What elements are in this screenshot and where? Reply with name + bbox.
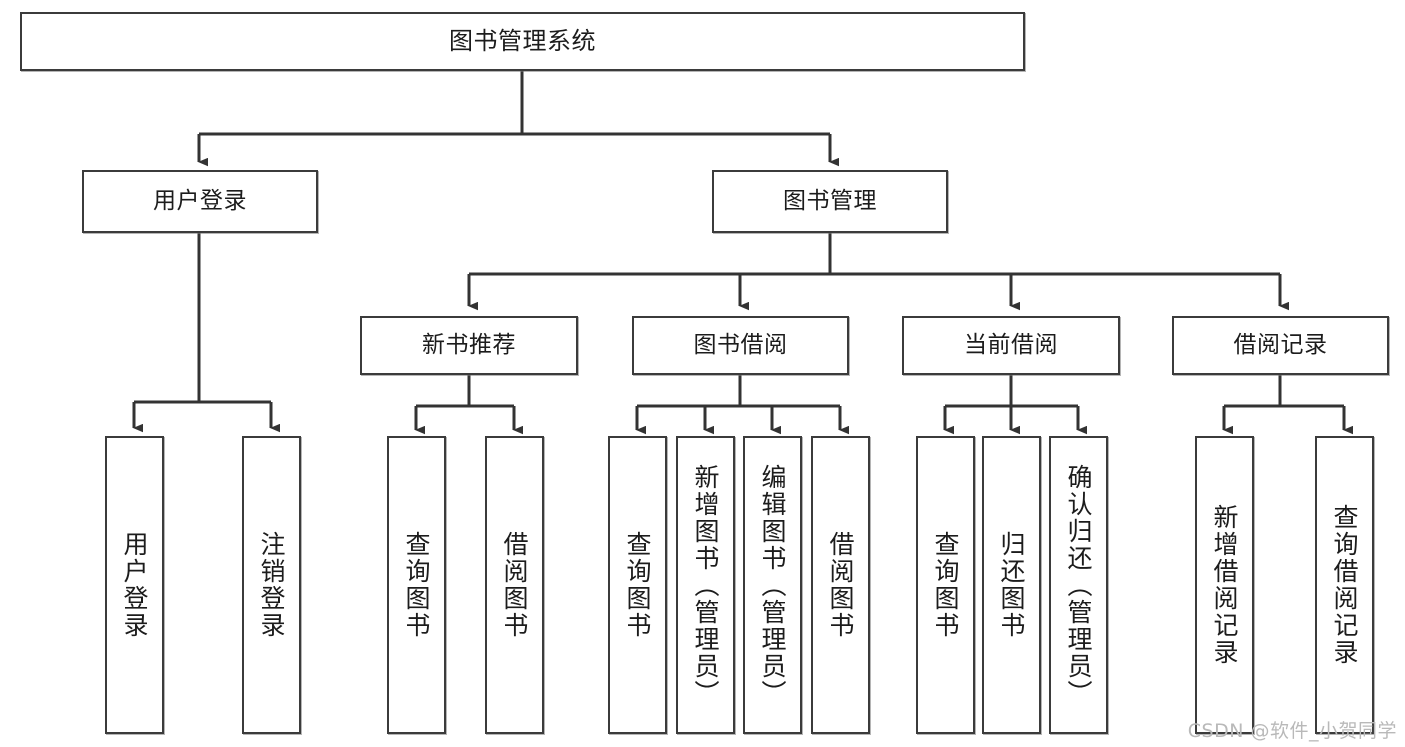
node-leaf-query-book-1-label: 查询图书 bbox=[402, 531, 431, 639]
node-leaf-return-book-label: 归还图书 bbox=[997, 531, 1026, 639]
node-borrow-record[interactable]: 借阅记录 bbox=[1172, 316, 1389, 375]
node-leaf-confirm-return-label: 确认归还（管理员） bbox=[1064, 463, 1093, 707]
node-leaf-query-record-label: 查询借阅记录 bbox=[1330, 504, 1359, 666]
node-book-borrow-label: 图书借阅 bbox=[693, 331, 788, 358]
node-leaf-add-record-label: 新增借阅记录 bbox=[1210, 504, 1239, 666]
csdn-watermark: CSDN @软件_小贺同学 bbox=[1187, 720, 1397, 742]
node-new-book-recommend[interactable]: 新书推荐 bbox=[360, 316, 578, 375]
node-leaf-query-book-3[interactable]: 查询图书 bbox=[916, 436, 975, 734]
node-borrow-record-label: 借阅记录 bbox=[1233, 331, 1328, 358]
node-current-borrow-label: 当前借阅 bbox=[964, 331, 1058, 358]
node-leaf-add-record[interactable]: 新增借阅记录 bbox=[1195, 436, 1254, 734]
node-leaf-query-book-2[interactable]: 查询图书 bbox=[608, 436, 667, 734]
node-leaf-query-record[interactable]: 查询借阅记录 bbox=[1315, 436, 1374, 734]
node-leaf-edit-book-label: 编辑图书（管理员） bbox=[758, 463, 787, 707]
node-book-manage-label: 图书管理 bbox=[783, 187, 877, 214]
node-leaf-confirm-return[interactable]: 确认归还（管理员） bbox=[1049, 436, 1108, 734]
node-root-book-management-system[interactable]: 图书管理系统 bbox=[20, 12, 1025, 71]
node-leaf-borrow-book-1-label: 借阅图书 bbox=[500, 531, 529, 639]
node-leaf-logout-login-label: 注销登录 bbox=[257, 531, 286, 639]
node-leaf-query-book-3-label: 查询图书 bbox=[931, 531, 960, 639]
node-leaf-logout-login[interactable]: 注销登录 bbox=[242, 436, 301, 734]
node-user-login-label: 用户登录 bbox=[153, 187, 247, 214]
node-leaf-borrow-book-2-label: 借阅图书 bbox=[826, 531, 855, 639]
node-leaf-add-book[interactable]: 新增图书（管理员） bbox=[676, 436, 735, 734]
node-leaf-return-book[interactable]: 归还图书 bbox=[982, 436, 1041, 734]
node-leaf-add-book-label: 新增图书（管理员） bbox=[691, 463, 720, 707]
node-root-label: 图书管理系统 bbox=[449, 27, 596, 56]
node-leaf-user-login[interactable]: 用户登录 bbox=[105, 436, 164, 734]
node-leaf-query-book-1[interactable]: 查询图书 bbox=[387, 436, 446, 734]
node-leaf-edit-book[interactable]: 编辑图书（管理员） bbox=[743, 436, 802, 734]
node-leaf-borrow-book-1[interactable]: 借阅图书 bbox=[485, 436, 544, 734]
node-leaf-query-book-2-label: 查询图书 bbox=[623, 531, 652, 639]
node-new-book-recommend-label: 新书推荐 bbox=[422, 331, 516, 358]
node-current-borrow[interactable]: 当前借阅 bbox=[902, 316, 1120, 375]
node-leaf-borrow-book-2[interactable]: 借阅图书 bbox=[811, 436, 870, 734]
node-book-borrow[interactable]: 图书借阅 bbox=[632, 316, 849, 375]
node-leaf-user-login-label: 用户登录 bbox=[120, 531, 149, 639]
node-book-manage[interactable]: 图书管理 bbox=[712, 170, 948, 233]
node-user-login[interactable]: 用户登录 bbox=[82, 170, 318, 233]
